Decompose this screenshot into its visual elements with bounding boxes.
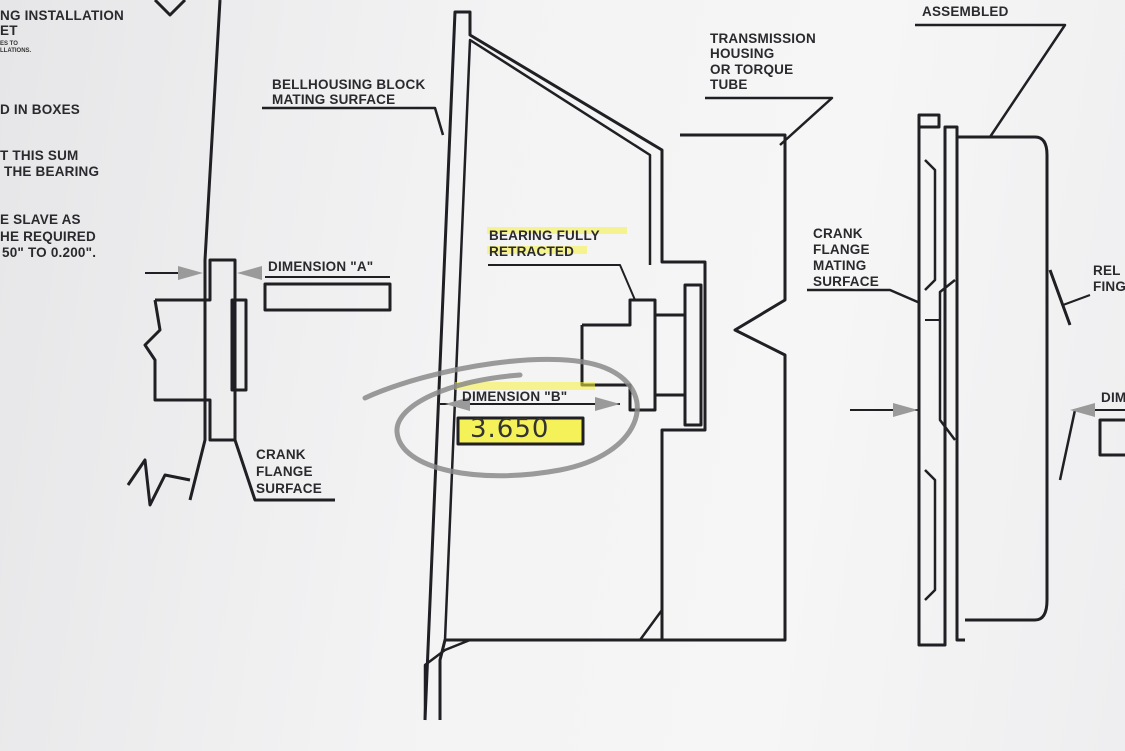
bellhousing-label-1: BELLHOUSING BLOCK [272, 77, 426, 92]
bellhousing-bottom-curve [423, 609, 664, 720]
arrow-c-right [1070, 403, 1095, 417]
dimension-b-label: DIMENSION "B" [462, 389, 568, 404]
bearing-ring [653, 313, 687, 397]
release-label-2: FING [1093, 279, 1125, 294]
bellhousing-inner [443, 38, 652, 641]
bearing-plate [683, 283, 703, 427]
bellhousing-leader [262, 106, 445, 136]
pressure-plate [957, 135, 1049, 622]
instruction-small-2: LLATIONS. [0, 48, 32, 54]
instruction-small-1: ES TO [0, 41, 18, 47]
crank-mating-label-1: CRANK [813, 226, 863, 241]
crank-label-1: CRANK [256, 447, 306, 462]
arrow-b-right [595, 397, 620, 411]
bearing-leader [488, 264, 636, 301]
transmission-label-4: TUBE [710, 77, 748, 92]
flywheel-left [143, 258, 237, 442]
crank-label-3: SURFACE [256, 481, 322, 496]
instruction-line-1: NG INSTALLATION [0, 8, 124, 23]
transmission-label-3: OR TORQUE [710, 62, 794, 77]
instruction-line-3: D IN BOXES [0, 102, 81, 117]
arrow-a-right [237, 266, 262, 280]
arrow-a-left [178, 266, 203, 280]
transmission-label-2: HOUSING [710, 46, 775, 61]
dimension-a-label: DIMENSION "A" [268, 259, 374, 274]
bellhousing-label-2: MATING SURFACE [272, 92, 396, 107]
engine-block-line [188, 0, 222, 501]
clutch-leader [915, 23, 1067, 138]
pencil-circle [362, 356, 640, 479]
transmission-label-1: TRANSMISSION [710, 31, 816, 46]
crank-leader [233, 439, 335, 502]
instruction-line-7: HE REQUIRED [0, 229, 96, 244]
dimension-a-box [263, 282, 392, 312]
crank-mating-label-3: MATING [813, 258, 867, 273]
clutch-disc [917, 115, 965, 647]
dimension-b-value: 3.650 [470, 414, 550, 444]
break-line-bottom [126, 458, 191, 507]
arrow-c-left [893, 403, 918, 417]
bearing-label-2: RETRACTED [489, 244, 575, 259]
release-finger [1048, 269, 1072, 326]
arrow-b-left [445, 397, 470, 411]
transmission-housing [660, 133, 787, 642]
instruction-line-2: ET [0, 23, 18, 38]
flywheel-face [230, 298, 248, 392]
crank-mating-leader [807, 288, 921, 305]
break-line-top [153, 0, 187, 17]
crank-label-2: FLANGE [256, 464, 313, 479]
instruction-line-4: T THIS SUM [0, 148, 79, 163]
bearing-body [580, 298, 657, 412]
release-label-1: REL [1093, 263, 1121, 278]
crank-mating-label-2: FLANGE [813, 242, 870, 257]
transmission-leader [705, 96, 834, 146]
dimension-b-box [456, 416, 585, 446]
bearing-label-1: BEARING FULLY [489, 228, 600, 243]
crank-mating-label-4: SURFACE [813, 274, 879, 289]
instruction-line-5: THE BEARING [4, 164, 100, 179]
instruction-line-6: E SLAVE AS [0, 212, 81, 227]
clutch-label: ASSEMBLED [922, 4, 1009, 19]
instruction-line-8: 50" TO 0.200". [2, 245, 97, 260]
dimension-c-label: DIM [1101, 390, 1125, 405]
